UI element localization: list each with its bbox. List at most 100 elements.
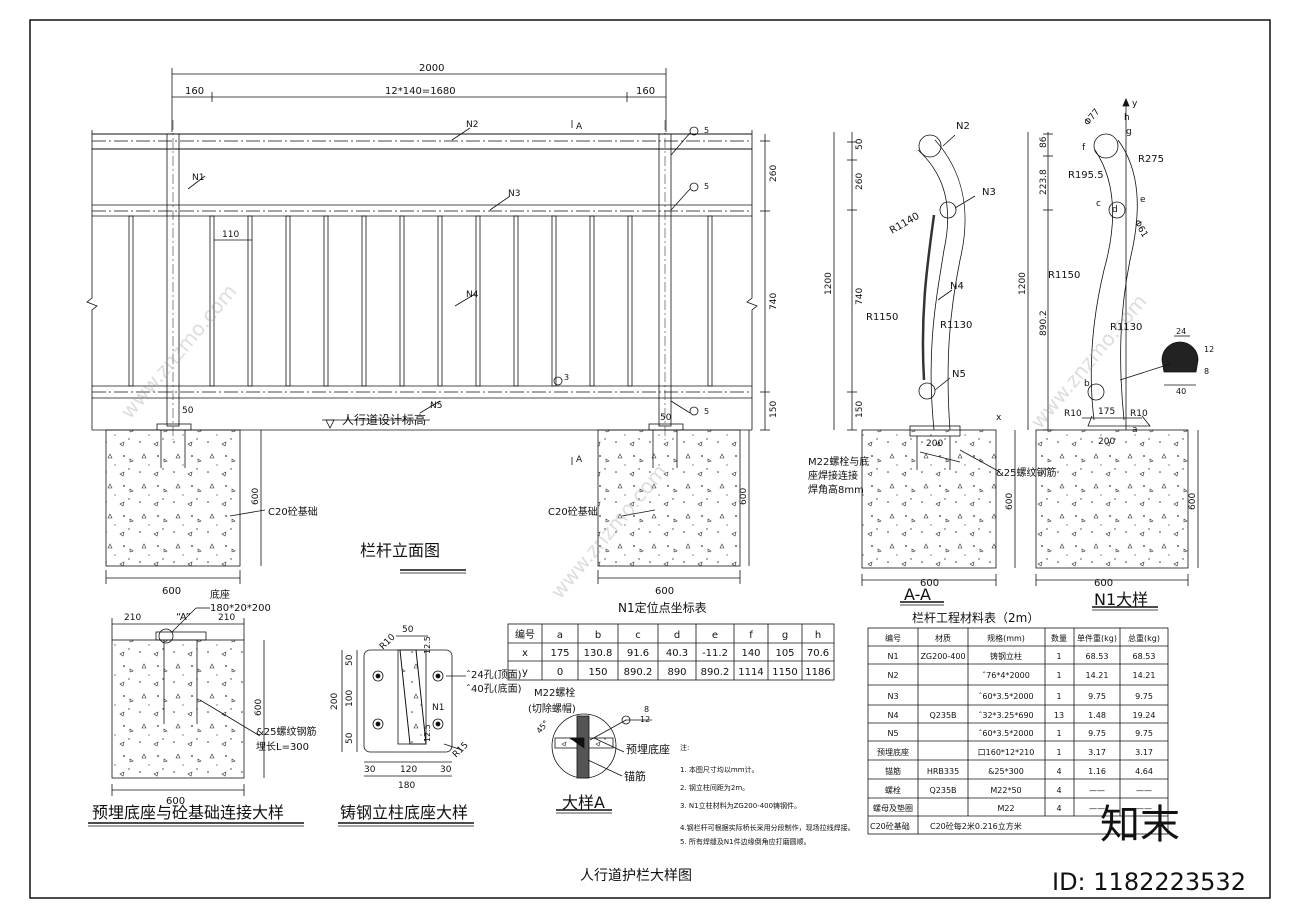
coord-cell: 175 — [550, 648, 569, 659]
materials-cell: 9.75 — [1088, 729, 1106, 738]
coord-header-cell: c — [635, 630, 641, 641]
materials-header-cell: 数量 — [1051, 633, 1067, 643]
coord-cell: 70.6 — [807, 648, 829, 659]
coord-cell: 105 — [775, 648, 794, 659]
cast-w30a: 30 — [364, 765, 376, 775]
embed-base: 底座 — [210, 588, 230, 601]
materials-cell: ˆ76*4*2000 — [982, 670, 1030, 680]
coord-cell: 890 — [667, 667, 686, 678]
detail-a — [551, 713, 652, 814]
materials-cell: 螺栓 — [885, 785, 901, 795]
embed-a-mark: “A” — [176, 612, 191, 623]
n1-h: h — [1124, 113, 1130, 123]
materials-cell: 14.21 — [1133, 671, 1156, 680]
n1-g: g — [1126, 127, 1132, 137]
materials-cell: M22*50 — [990, 786, 1021, 795]
cast-h100: 100 — [345, 690, 355, 707]
n1-a: a — [1132, 425, 1138, 435]
cast-h50a: 50 — [345, 654, 355, 666]
aa-bolt-note-3: 焊角高8mm — [808, 483, 864, 496]
materials-cell: 9.75 — [1088, 692, 1106, 701]
detail-a-text: M22螺栓 (切除螺帽) 45° 8 12 预埋底座 锚筋 大样A — [528, 686, 670, 812]
n1-d24: 24 — [1176, 327, 1186, 336]
note-2: 2. 钢立柱间距为2m。 — [680, 783, 749, 792]
coord-cell: x — [522, 648, 528, 659]
aa-n5: N5 — [952, 369, 966, 380]
coord-cell: 150 — [588, 667, 607, 678]
coord-header-cell: b — [595, 630, 601, 641]
n1-phi61: Φ61 — [1131, 219, 1149, 240]
materials-cell: ˆ32*3.25*690 — [978, 710, 1033, 720]
dim-spacing: 110 — [222, 230, 239, 240]
n1-title: N1大样 — [1094, 590, 1148, 609]
n1-b: b — [1084, 379, 1090, 389]
materials-header-cell: 材质 — [935, 633, 951, 643]
embed-d600w: 600 — [166, 796, 185, 807]
n1-r10a: R10 — [1064, 409, 1082, 419]
n1-d8902: 890.2 — [1039, 310, 1049, 336]
cast-hole-bottom: ˆ40孔(底面) — [466, 682, 522, 695]
cast-w50: 50 — [402, 625, 414, 635]
embed-rebar: &25螺纹钢筋 — [256, 725, 317, 738]
aa-n2: N2 — [956, 121, 970, 132]
concrete-left: C20砼基础 — [268, 505, 318, 518]
embed-d210b: 210 — [218, 613, 235, 623]
cast-r15: R15 — [451, 741, 471, 761]
embed-title: 预埋底座与砼基础连接大样 — [92, 803, 284, 822]
materials-cell: 铸钢立柱 — [990, 651, 1022, 661]
n1-base-h: 600 — [1188, 493, 1198, 510]
coord-cell: 40.3 — [666, 648, 688, 659]
materials-header-cell: 总重(kg) — [1128, 633, 1160, 643]
dim-base-h-left: 600 — [251, 488, 261, 505]
materials-cell: 68.53 — [1086, 652, 1109, 661]
materials-cell: &25*300 — [988, 767, 1024, 776]
dim-post-left: 50 — [182, 406, 194, 416]
aa-n4: N4 — [950, 281, 964, 292]
materials-cell: 4 — [1056, 786, 1061, 795]
aa-title: A-A — [904, 585, 931, 604]
materials-last-spec: C20砼每2米0.216立方米 — [930, 821, 1022, 831]
n1-y: y — [1132, 99, 1138, 109]
embed-rebar-len: 埋长L=300 — [256, 741, 309, 753]
materials-cell: 9.75 — [1135, 729, 1153, 738]
aa-d150: 150 — [855, 401, 865, 418]
dim-base-w-left: 600 — [162, 586, 181, 597]
materials-cell: 预埋底座 — [877, 747, 909, 757]
materials-cell: 1.48 — [1088, 711, 1106, 720]
watermark-site-1: www.znzmo.com — [115, 279, 241, 423]
detail-a-w8: 8 — [644, 705, 649, 714]
embed-detail-text: 210 210 “A” 底座 180*20*200 &25螺纹钢筋 埋长L=30… — [92, 588, 317, 822]
note-4: 4.钢栏杆可根据实际桥长采用分段制作，现场拉线焊接。 — [680, 823, 855, 832]
materials-cell: 1 — [1056, 729, 1061, 738]
aa-d260: 260 — [855, 173, 865, 190]
n1-x: x — [996, 413, 1002, 423]
materials-cell: Q235B — [929, 786, 956, 795]
cast-r10: R10 — [378, 632, 398, 652]
coord-cell: 91.6 — [627, 648, 649, 659]
notes-head: 注: — [680, 743, 689, 752]
materials-last-id: C20砼基础 — [870, 821, 910, 831]
watermark-id: ID: 1182223532 — [1052, 868, 1246, 896]
coord-cell: -11.2 — [702, 648, 728, 659]
cast-hole-top: ˆ24孔(顶面) — [466, 669, 522, 681]
materials-cell: 1 — [1056, 652, 1061, 661]
cast-t125a: 12.5 — [423, 636, 432, 654]
materials-cell: 锚筋 — [885, 766, 901, 776]
sheet-title: 人行道护栏大样图 — [580, 868, 692, 884]
label-n1: N1 — [192, 173, 204, 183]
materials-cell: ZG200-400 — [920, 652, 965, 661]
materials-cell: 14.21 — [1086, 671, 1109, 680]
weld-4: 3 — [564, 373, 569, 382]
elevation-text: 2000 160 12*140=1680 160 N1 N2 N3 N4 N5 … — [162, 63, 779, 597]
embed-d600h: 600 — [254, 699, 264, 716]
n1-d1200: 1200 — [1018, 272, 1028, 295]
dim-end-left: 160 — [185, 86, 204, 97]
cast-title: 铸钢立柱底座大样 — [340, 803, 468, 822]
coord-header-cell: h — [815, 630, 821, 641]
materials-cell: 口160*12*210 — [978, 748, 1035, 757]
label-n3: N3 — [508, 189, 520, 199]
aa-w200: 200 — [926, 439, 943, 449]
coord-cell: y — [522, 667, 528, 678]
detail-a-w12: 12 — [640, 715, 650, 724]
dim-total: 2000 — [419, 63, 444, 74]
